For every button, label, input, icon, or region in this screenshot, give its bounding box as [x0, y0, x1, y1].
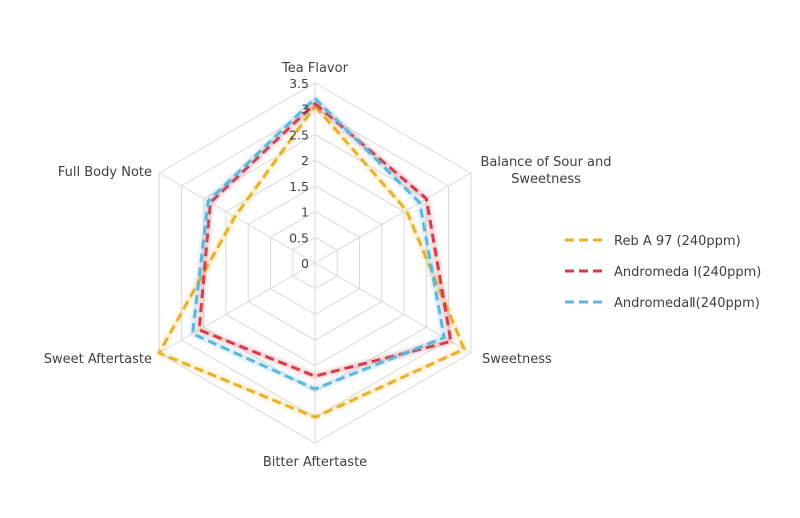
axis-label: Sweetness: [482, 352, 552, 367]
series-line: [157, 104, 466, 419]
legend: Reb A 97 (240ppm) Andromeda Ⅰ(240ppm) Andr…: [565, 234, 761, 311]
series-line: [191, 96, 446, 391]
grid-spoke: [314, 172, 472, 264]
axis-label: Bitter Aftertaste: [263, 455, 367, 470]
tick-label: 3: [301, 102, 309, 117]
tick-label: 1.5: [289, 179, 309, 194]
tick-label: 1: [301, 205, 309, 220]
tick-label: 3.5: [289, 76, 309, 91]
legend-label: Reb A 97 (240ppm): [614, 234, 741, 249]
axis-label: Sweet Aftertaste: [44, 352, 152, 367]
grid-spoke: [158, 262, 316, 354]
legend-label: Andromeda Ⅰ(240ppm): [614, 265, 761, 280]
radial-tick-labels: 0 0.5 1 1.5 2 2.5 3 3.5: [289, 76, 309, 271]
tick-label: 2: [301, 153, 309, 168]
radar-series: [156, 95, 468, 421]
tick-label: 2.5: [289, 127, 309, 142]
axis-label: Tea Flavor: [281, 61, 349, 76]
series-line: [197, 102, 453, 378]
tick-label: 0: [301, 256, 309, 271]
tick-label: 0.5: [289, 230, 309, 245]
legend-label: AndromedaⅡ(240ppm): [614, 296, 760, 311]
axis-label: Full Body Note: [58, 165, 152, 180]
